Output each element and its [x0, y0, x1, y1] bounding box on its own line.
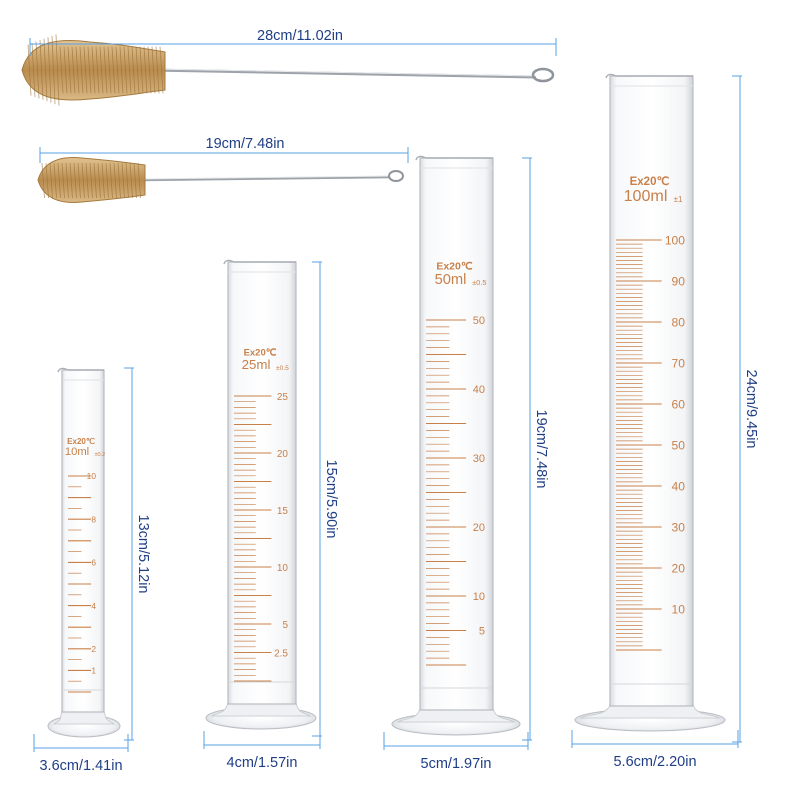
large-brush	[21, 34, 555, 106]
scale-label: 30	[473, 453, 485, 465]
width-dimension-label: 3.6cm/1.41in	[39, 758, 122, 774]
scale-label: 10	[87, 471, 97, 481]
width-dimension-label: 4cm/1.57in	[227, 755, 298, 771]
scale-label: 15	[277, 506, 289, 517]
cylinder-foot-flare	[396, 707, 516, 723]
cylinder-foot-flare	[579, 703, 721, 719]
brush-handle-loop	[531, 67, 555, 83]
scale-label: 10	[473, 591, 485, 603]
cylinder-foot-flare	[52, 709, 116, 725]
height-dimension-line	[312, 261, 322, 737]
cylinder-capacity-label: 50ml	[435, 272, 467, 288]
height-dimension-label: 13cm/5.12in	[135, 515, 151, 594]
cylinder-capacity-label: 100ml	[624, 187, 668, 205]
scale-label: 5	[479, 626, 485, 638]
scale-label: 70	[672, 357, 686, 371]
small-brush	[37, 157, 404, 203]
height-dimension-label: 19cm/7.48in	[533, 410, 549, 489]
cylinder-temperature-label: Ex20℃	[436, 260, 473, 272]
scale-label: 20	[672, 562, 686, 576]
cylinder-temperature-label: Ex20℃	[244, 348, 277, 359]
brush1-dimension-line	[29, 38, 557, 56]
height-dimension-line	[124, 367, 134, 741]
brush2-dimension-label: 19cm/7.48in	[206, 136, 285, 152]
width-dimension-label: 5cm/1.97in	[421, 756, 492, 772]
scale-label: 30	[672, 521, 686, 535]
width-dimension-line	[203, 731, 321, 749]
brush-handle-wire	[139, 175, 391, 182]
scale-label: 50	[672, 439, 686, 453]
scale-label: 100	[665, 234, 685, 248]
width-dimension-line	[33, 734, 129, 752]
brush-handle-wire	[149, 68, 537, 79]
cylinder-spout	[415, 155, 493, 161]
scale-label: 60	[672, 398, 686, 412]
cylinder-spout	[57, 367, 104, 373]
height-dimension-label: 15cm/5.90in	[323, 460, 339, 539]
cylinder-tolerance-label: ±0.2	[94, 452, 105, 458]
scale-label: 10	[277, 563, 289, 574]
brush1-dimension-label: 28cm/11.02in	[257, 28, 343, 44]
cylinder-tolerance-label: ±0.5	[472, 278, 486, 287]
height-dimension-line	[522, 157, 532, 741]
scale-label: 5	[282, 620, 288, 631]
cylinder-foot-flare	[210, 701, 312, 717]
scale-label: 50	[473, 315, 485, 327]
height-dimension-label: 24cm/9.45in	[743, 370, 759, 449]
brush2-dimension-line	[39, 147, 409, 163]
scale-label: 10	[672, 603, 686, 617]
scale-label: 80	[672, 316, 686, 330]
cylinder-temperature-label: Ex20℃	[67, 437, 95, 446]
scale-label: 2	[91, 644, 96, 654]
cylinder-tolerance-label: ±1	[674, 195, 683, 204]
brush-handle-loop	[388, 170, 404, 182]
scale-label: 25	[277, 392, 289, 403]
scale-label: 20	[277, 449, 289, 460]
scale-label: 90	[672, 275, 686, 289]
scale-label: 20	[473, 522, 485, 534]
scale-label: 2.5	[274, 648, 288, 659]
scale-label: 6	[91, 558, 96, 568]
width-dimension-label: 5.6cm/2.20in	[613, 754, 696, 770]
cylinder-tolerance-label: ±0.5	[276, 365, 289, 372]
cylinder-tube	[227, 261, 297, 705]
scale-label: 40	[672, 480, 686, 494]
width-dimension-line	[383, 732, 529, 750]
cylinder-tube	[419, 157, 494, 711]
scale-label: 1	[91, 666, 96, 676]
width-dimension-line	[571, 730, 739, 748]
cylinder-capacity-label: 10ml	[65, 446, 89, 458]
scale-label: 40	[473, 384, 485, 396]
scale-label: 8	[91, 514, 96, 524]
cylinder-capacity-label: 25ml	[242, 357, 271, 372]
height-dimension-line	[732, 75, 742, 743]
cylinder-spout	[605, 73, 693, 79]
cylinder-temperature-label: Ex20℃	[630, 175, 670, 188]
cylinder-spout	[223, 259, 296, 265]
scale-label: 4	[91, 601, 96, 611]
